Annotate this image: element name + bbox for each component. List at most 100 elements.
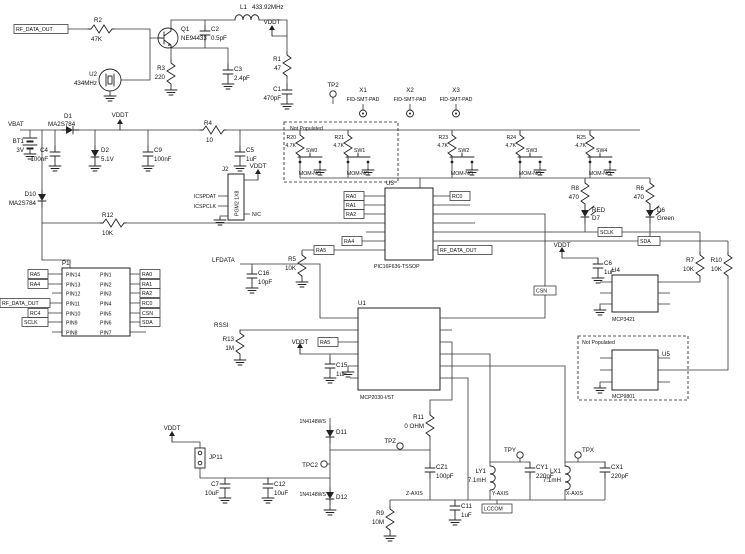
sw4-value: MOM-NO xyxy=(589,171,611,177)
cx1-value: 220pF xyxy=(611,473,629,480)
c3-value: 2.4pF xyxy=(234,75,250,82)
header-p1-section: P1 PIN14 PIN13 PIN12 PIN11 PIN10 PIN9 PI… xyxy=(0,260,161,337)
capacitor-glyph xyxy=(262,477,274,495)
switch-glyph xyxy=(517,152,543,164)
c6-value: 1uF xyxy=(604,269,615,276)
testpoint-tpx: TPX xyxy=(574,447,594,459)
p1-cell: PIN1 xyxy=(100,273,112,279)
d12-ref: D12 xyxy=(336,494,348,501)
resistor-glyph xyxy=(645,179,655,207)
ra5-label: RA5 xyxy=(30,272,40,278)
u2-value: 434MHz xyxy=(74,80,97,87)
sclk-label: SCLK xyxy=(24,320,38,326)
net-label-p1-sclk: SCLK xyxy=(21,317,49,327)
u4-chip xyxy=(611,274,659,313)
r4-value: 10 xyxy=(206,137,213,144)
ground-icon xyxy=(323,375,337,384)
icspclk-label: ICSPCLK xyxy=(194,204,217,210)
p1-cell: PIN6 xyxy=(100,321,112,327)
ra2-label: RA2 xyxy=(142,291,152,297)
u2-ref: U2 xyxy=(89,71,97,78)
u5-not-populated-box xyxy=(577,335,689,401)
vddt-label: VDDT xyxy=(250,163,267,170)
ground-icon xyxy=(245,285,259,294)
u1-chip xyxy=(357,307,441,391)
testpoint-tpy: TPY xyxy=(504,447,524,459)
testpoint-tp2: TP2 xyxy=(327,82,339,98)
c11-ref: C11 xyxy=(461,503,472,510)
d10-ref: D10 xyxy=(25,191,37,198)
jp11-ref: JP11 xyxy=(209,454,223,461)
rf-data-out-label: RF_DATA_OUT xyxy=(2,301,40,307)
switch-glyph xyxy=(449,152,475,164)
resistor-glyph xyxy=(723,251,733,279)
cz1-value: 100pF xyxy=(436,473,454,480)
fiducial-icon xyxy=(452,109,460,118)
net-label-p1-ra0: RA0 xyxy=(139,269,161,279)
r12-ref: R12 xyxy=(102,212,114,219)
wires-j2 xyxy=(218,179,258,218)
j2-ref: J2 xyxy=(222,166,229,173)
net-label-p1-ra2: RA2 xyxy=(139,288,161,298)
u4-value: MCP3421 xyxy=(612,317,635,323)
net-label-ra1-u3: RA1 xyxy=(343,200,365,210)
ground-icon xyxy=(233,163,247,172)
wires-power xyxy=(20,129,640,268)
capacitor-glyph xyxy=(246,267,258,285)
sda-label: SDA xyxy=(640,239,651,245)
diode-glyph xyxy=(37,189,47,208)
power-tap-vddt-jp11: VDDT xyxy=(164,425,181,443)
cy1-value: 220pF xyxy=(536,473,554,480)
transistor-glyph xyxy=(157,27,179,49)
z-axis-label: Z-AXIS xyxy=(406,491,423,497)
diode-d2: D25.1V xyxy=(90,145,115,164)
bt1-value: 3V xyxy=(16,147,24,154)
rc4-label: RC4 xyxy=(30,311,40,317)
u5-value: MCP9801 xyxy=(612,394,635,400)
r7-value: 10K xyxy=(683,266,695,273)
c16-value: 10pF xyxy=(258,279,272,286)
sw4-ref: SW4 xyxy=(596,148,607,154)
resistor-glyph xyxy=(385,505,395,533)
j2-connector xyxy=(227,173,245,221)
ground-icon xyxy=(261,495,275,504)
power-tap-vddt-j2: VDDT xyxy=(250,163,267,181)
r25-ref: R25 xyxy=(576,135,586,141)
sw3-ref: SW3 xyxy=(526,148,537,154)
ground-icon xyxy=(593,307,607,316)
rssi-label: RSSI xyxy=(214,322,229,329)
c7-value: 10uF xyxy=(205,490,219,497)
q1-ref: Q1 xyxy=(181,26,190,33)
r21-value: 4.7K xyxy=(333,143,344,149)
fiducial-icon xyxy=(406,109,414,118)
d6-ref: D6 xyxy=(657,207,665,214)
sw1-ref: SW1 xyxy=(354,148,365,154)
wires-oscillator xyxy=(68,19,457,110)
rf-data-out-label: RF_DATA_OUT xyxy=(440,248,478,254)
not-populated-box xyxy=(283,121,399,183)
ground-icon xyxy=(164,87,178,96)
sw1-value: MOM-NO xyxy=(347,171,369,177)
c6-ref: C6 xyxy=(604,260,612,267)
ground-icon xyxy=(221,81,235,90)
fid-pad-label: FID-SMT-PAD xyxy=(394,97,427,103)
r13-value: 1M xyxy=(225,345,234,352)
y-axis-label: Y-AXIS xyxy=(492,491,509,497)
p1-cell: PIN11 xyxy=(66,302,80,308)
resistor-glyph xyxy=(87,24,115,34)
power-arrow-icon xyxy=(254,168,262,181)
r6-value: 470 xyxy=(634,194,645,201)
